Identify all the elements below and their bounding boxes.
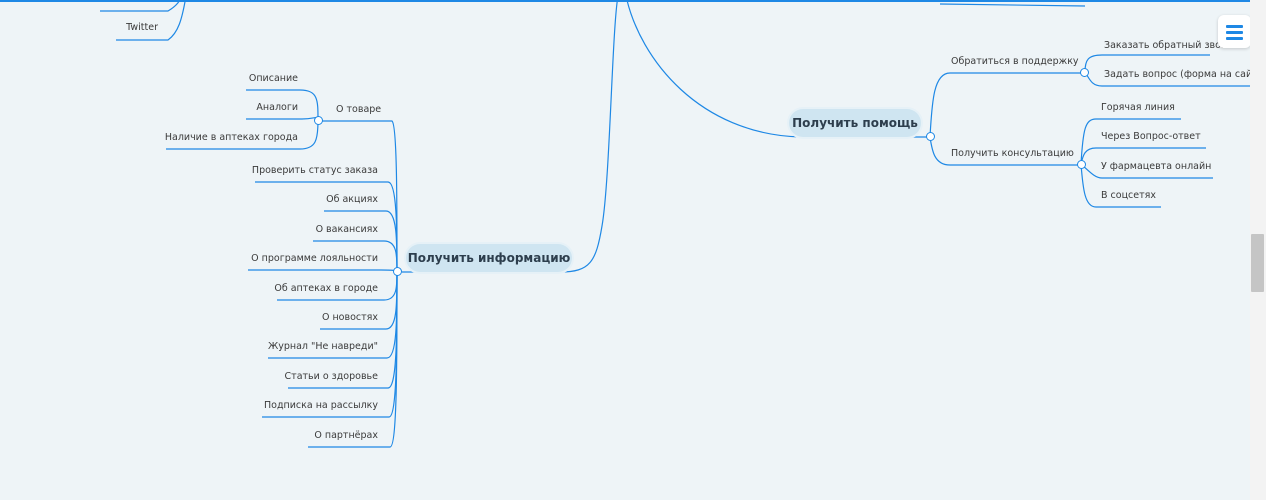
link-social-top: [100, 0, 181, 12]
link-social-nets: [1080, 163, 1161, 208]
node-analogi[interactable]: Аналоги: [256, 102, 298, 113]
link-analogi: [246, 116, 319, 121]
top-border: [0, 0, 1266, 2]
node-info-item-5[interactable]: Об аптеках в городе: [274, 283, 378, 294]
collapse-knob-help[interactable]: [926, 132, 935, 141]
node-twitter[interactable]: Twitter: [126, 22, 158, 33]
link-nalichie: [166, 119, 319, 150]
node-info-item-8[interactable]: Статьи о здоровье: [284, 371, 378, 382]
node-ask-question[interactable]: Задать вопрос (форма на сайте): [1104, 69, 1266, 80]
node-about-product[interactable]: О товаре: [336, 104, 382, 115]
node-qa[interactable]: Через Вопрос-ответ: [1101, 131, 1201, 142]
node-info-item-6[interactable]: О новостях: [321, 312, 378, 323]
node-opisanie[interactable]: Описание: [248, 73, 298, 84]
link-top-right-stub: [939, 3, 1086, 7]
node-pharmacist[interactable]: У фармацевта онлайн: [1101, 161, 1212, 172]
collapse-knob-info[interactable]: [393, 267, 402, 276]
link-item-4: [248, 269, 398, 273]
node-info-item-4[interactable]: О программе лояльности: [251, 253, 378, 264]
link-item-3: [313, 240, 398, 273]
link-social-twitter: [116, 0, 186, 41]
node-support[interactable]: Обратиться в поддержку: [951, 56, 1079, 67]
node-info-item-7[interactable]: Журнал "Не навреди": [267, 341, 378, 352]
link-item-10: [308, 271, 398, 448]
collapse-knob-consult[interactable]: [1077, 160, 1086, 169]
node-nalichie[interactable]: Наличие в аптеках города: [164, 132, 298, 143]
link-root-help: [626, 0, 801, 138]
node-consult[interactable]: Получить консультацию: [951, 148, 1074, 159]
link-consult: [929, 136, 1081, 166]
hamburger-menu-icon[interactable]: [1218, 15, 1251, 48]
topic-get-info[interactable]: Получить информацию: [406, 244, 572, 272]
node-hotline[interactable]: Горячая линия: [1101, 102, 1175, 113]
link-root-info: [559, 0, 619, 273]
node-callback[interactable]: Заказать обратный звонок: [1104, 40, 1239, 51]
link-hotline: [1080, 118, 1181, 165]
link-opisanie: [246, 89, 319, 121]
link-support: [929, 72, 1084, 138]
scrollbar-thumb[interactable]: [1251, 234, 1264, 292]
node-info-item-9[interactable]: Подписка на рассылку: [264, 400, 378, 411]
topic-get-help[interactable]: Получить помощь: [789, 109, 921, 137]
node-info-item-1[interactable]: Проверить статус заказа: [251, 165, 378, 176]
collapse-knob-about-product[interactable]: [314, 116, 323, 125]
node-social-nets[interactable]: В соцсетях: [1101, 190, 1156, 201]
node-info-item-3[interactable]: О вакансиях: [315, 224, 378, 235]
node-info-item-2[interactable]: Об акциях: [326, 194, 378, 205]
collapse-knob-support[interactable]: [1080, 68, 1089, 77]
node-info-item-10[interactable]: О партнёрах: [314, 430, 378, 441]
